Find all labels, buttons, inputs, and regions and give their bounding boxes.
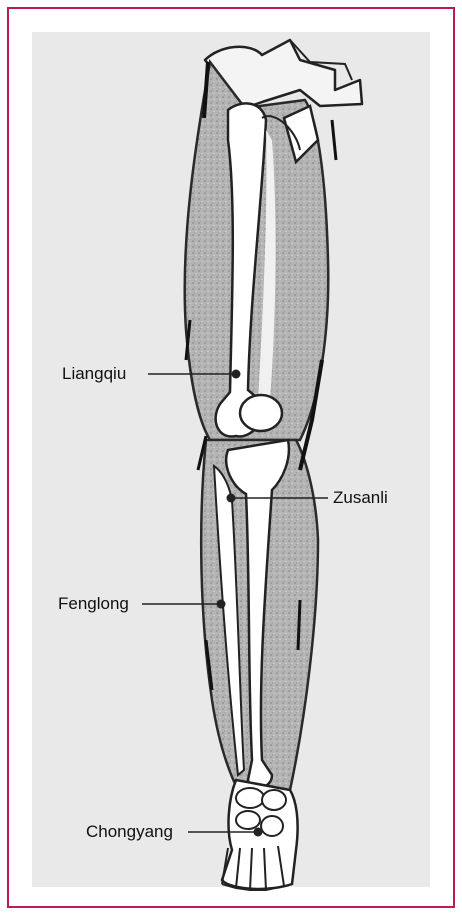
chongyang-label: Chongyang: [86, 822, 173, 842]
liangqiu-label: Liangqiu: [62, 364, 126, 384]
fenglong-label: Fenglong: [58, 594, 129, 614]
fenglong-point: [217, 600, 226, 609]
liangqiu-point: [232, 370, 241, 379]
chongyang-point: [254, 828, 263, 837]
zusanli-label: Zusanli: [333, 488, 388, 508]
zusanli-point: [227, 494, 236, 503]
patella: [240, 395, 282, 431]
